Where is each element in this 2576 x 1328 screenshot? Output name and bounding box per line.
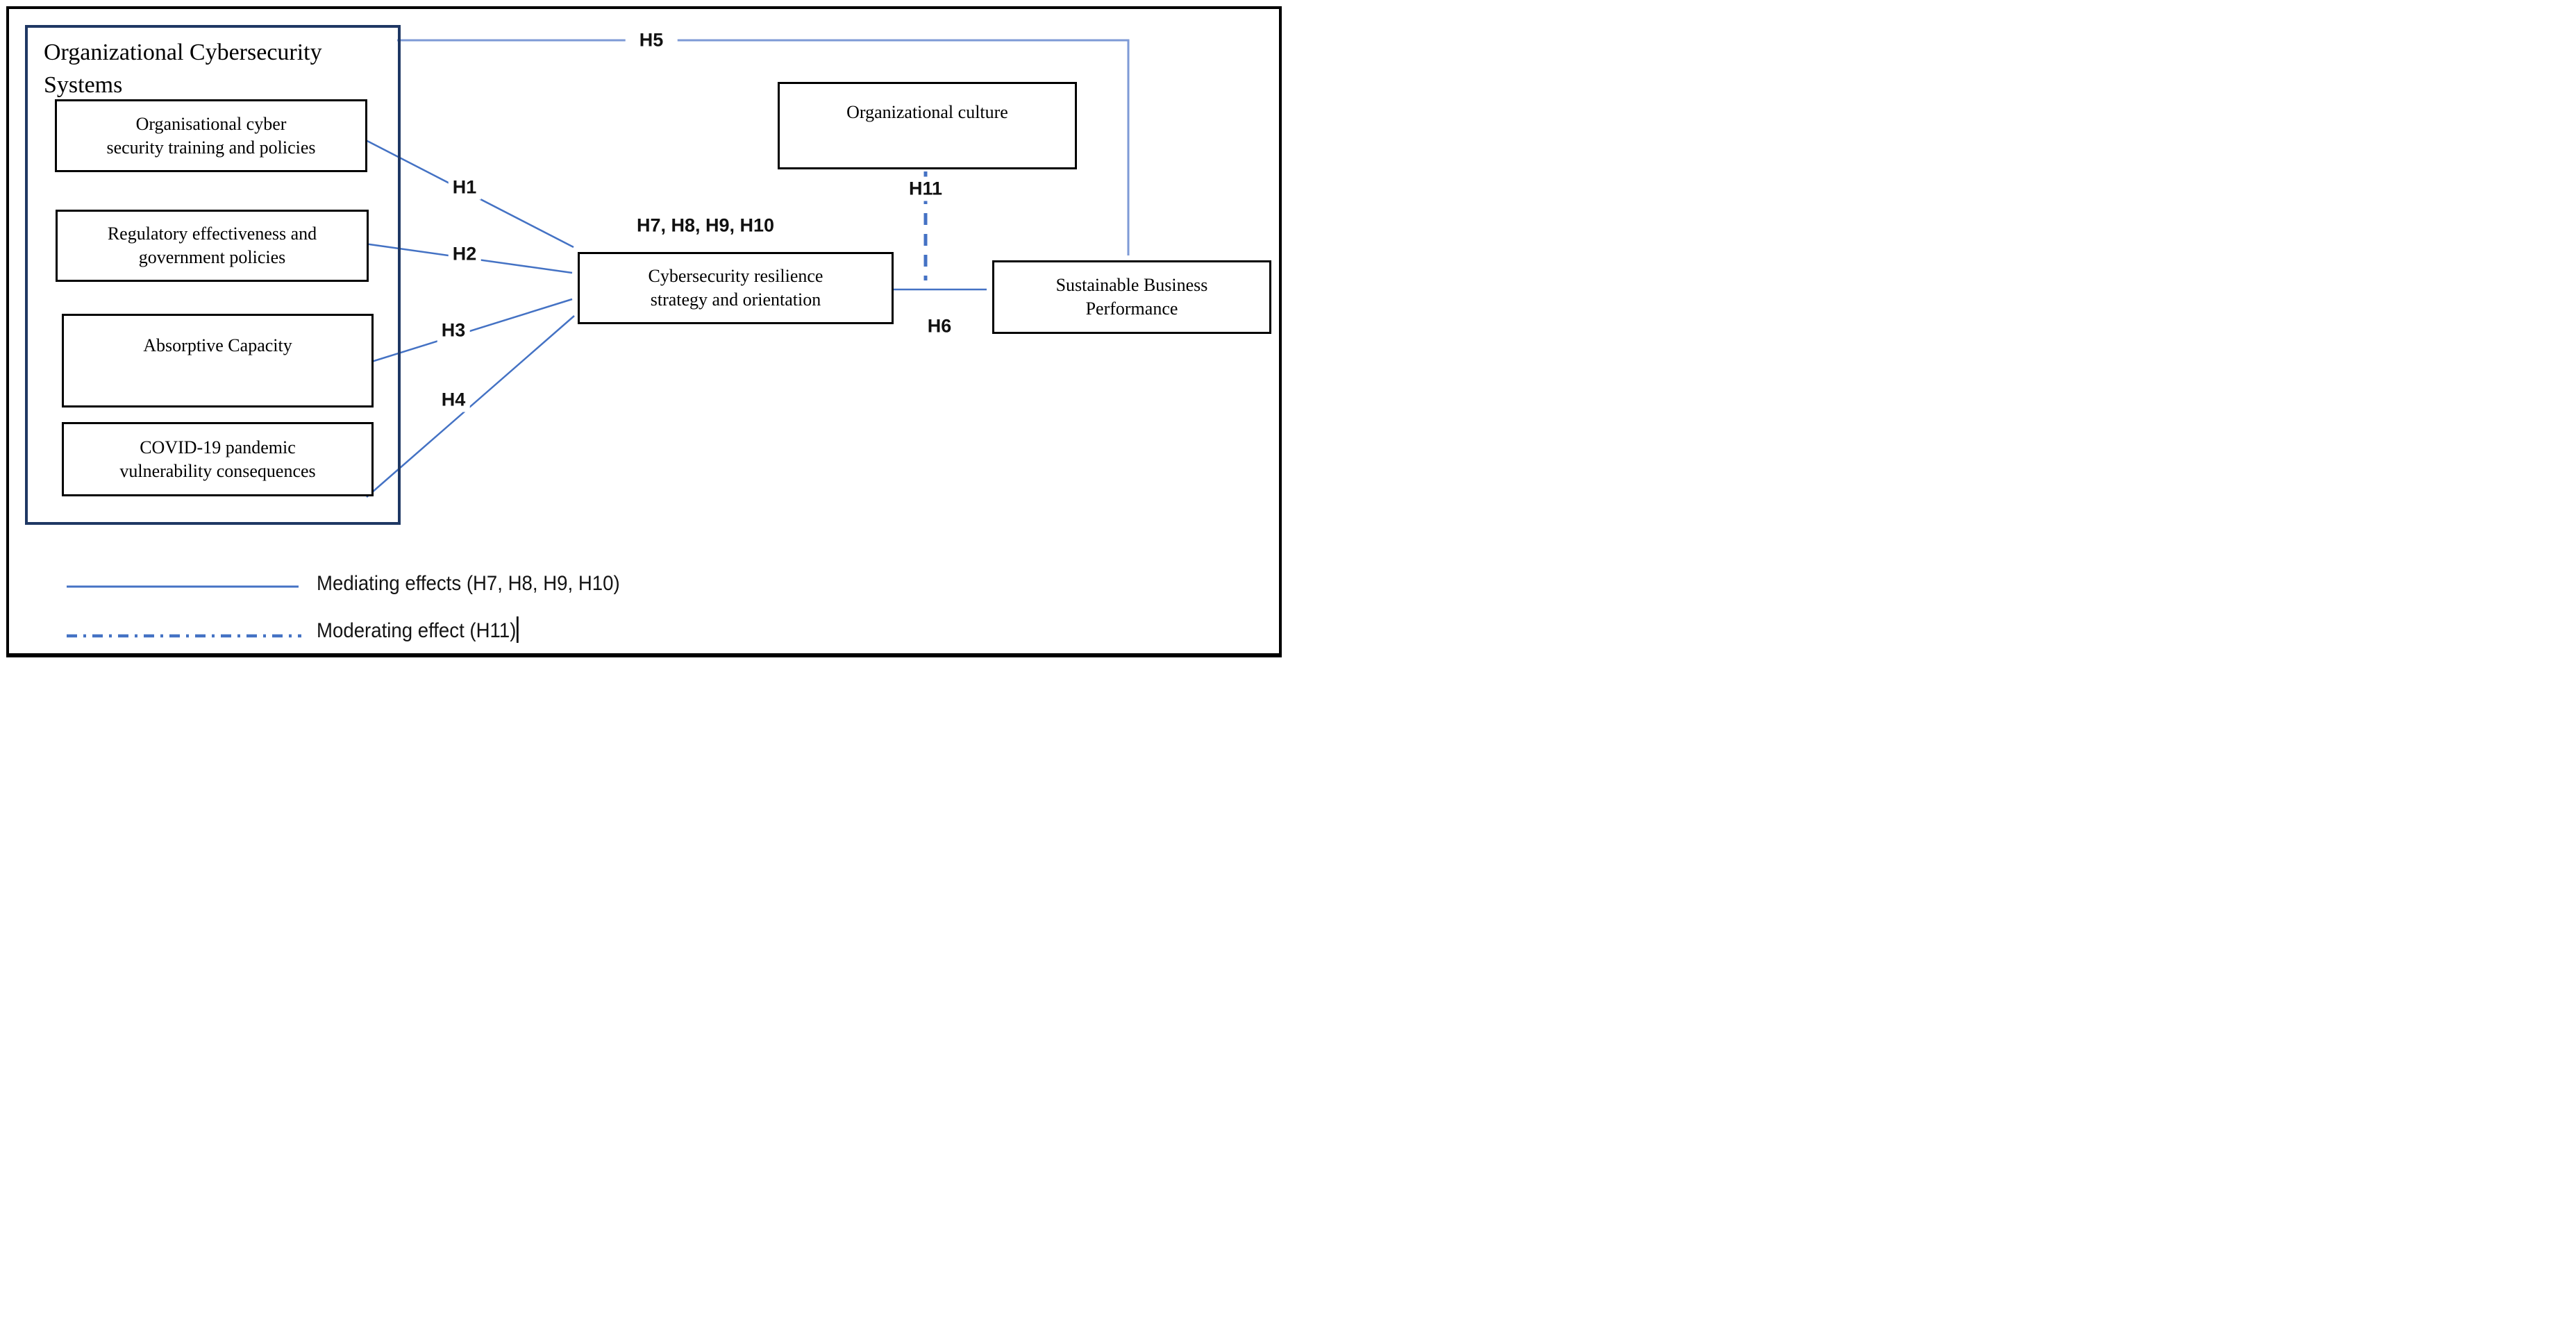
label-h6: H6 <box>923 314 956 339</box>
label-h5: H5 <box>625 28 678 53</box>
legend-moderating-text: Moderating effect (H11) <box>317 619 517 642</box>
legend-moderating-label: Moderating effect (H11) <box>317 616 519 643</box>
node-organizational-culture: Organizational culture <box>778 82 1077 169</box>
node-label: Regulatory effectiveness and government … <box>107 224 317 267</box>
node-cyber-training-policies: Organisational cyber security training a… <box>55 99 367 172</box>
h3-arrow <box>369 298 573 364</box>
legend-mediating-label: Mediating effects (H7, H8, H9, H10) <box>317 572 620 595</box>
node-covid-vulnerability: COVID-19 pandemic vulnerability conseque… <box>62 422 374 496</box>
node-cybersecurity-resilience: Cybersecurity resilience strategy and or… <box>578 252 894 324</box>
label-h11: H11 <box>902 176 949 201</box>
conceptual-model-diagram: Organizational Cybersecurity Systems Org… <box>0 0 1288 664</box>
node-label: Absorptive Capacity <box>143 335 292 355</box>
node-sustainable-performance: Sustainable Business Performance <box>992 260 1271 334</box>
text-cursor <box>517 616 519 643</box>
node-label: COVID-19 pandemic vulnerability conseque… <box>119 437 316 481</box>
label-h1: H1 <box>448 175 481 200</box>
node-regulatory-effectiveness: Regulatory effectiveness and government … <box>56 210 369 282</box>
container-title: Organizational Cybersecurity Systems <box>44 40 322 98</box>
label-h4: H4 <box>437 387 470 412</box>
node-label: Organisational cyber security training a… <box>106 113 316 158</box>
cybersecurity-systems-container <box>25 25 401 525</box>
h4-arrow <box>366 315 575 498</box>
label-h7-h10: H7, H8, H9, H10 <box>632 213 779 238</box>
node-label: Sustainable Business Performance <box>1055 275 1208 319</box>
outer-border <box>6 6 1282 657</box>
node-label: Organizational culture <box>846 102 1008 122</box>
node-absorptive-capacity: Absorptive Capacity <box>62 314 374 407</box>
label-h2: H2 <box>448 242 481 267</box>
node-label: Cybersecurity resilience strategy and or… <box>648 266 823 310</box>
label-h3: H3 <box>437 318 470 343</box>
